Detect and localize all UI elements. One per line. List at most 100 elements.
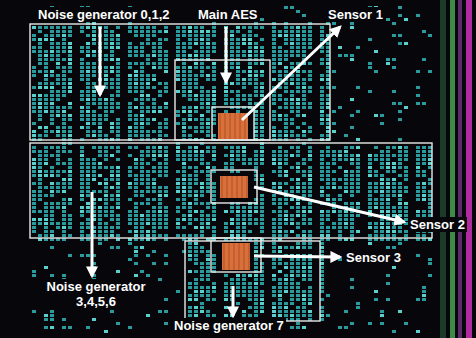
logic-cell	[206, 134, 210, 137]
logic-cell	[104, 226, 108, 229]
logic-cell	[272, 302, 276, 305]
logic-cell	[230, 62, 234, 65]
logic-cell	[224, 286, 228, 289]
logic-cell	[110, 86, 114, 89]
logic-cell	[44, 130, 48, 133]
logic-cell	[110, 122, 114, 125]
logic-cell	[86, 94, 90, 97]
logic-cell	[134, 214, 138, 217]
logic-cell	[278, 198, 282, 201]
logic-cell	[284, 230, 288, 233]
logic-cell	[146, 74, 150, 77]
logic-cell	[296, 326, 300, 329]
logic-cell	[206, 54, 210, 57]
logic-cell	[284, 202, 288, 205]
logic-cell	[302, 86, 306, 89]
logic-cell	[110, 50, 114, 53]
logic-cell	[152, 190, 156, 193]
logic-cell	[248, 62, 252, 65]
logic-cell	[38, 170, 42, 173]
logic-cell	[116, 222, 120, 225]
logic-cell	[140, 150, 144, 153]
logic-cell	[248, 206, 252, 209]
logic-cell	[62, 274, 66, 277]
logic-cell	[56, 222, 60, 225]
logic-cell	[284, 134, 288, 137]
logic-cell	[290, 326, 294, 329]
logic-cell	[284, 6, 288, 9]
logic-cell	[248, 286, 252, 289]
logic-cell	[62, 162, 66, 165]
logic-cell	[236, 70, 240, 73]
logic-cell	[50, 54, 54, 57]
logic-cell	[38, 42, 42, 45]
logic-cell	[278, 58, 282, 61]
logic-cell	[44, 218, 48, 221]
logic-cell	[32, 190, 36, 193]
logic-cell	[134, 46, 138, 49]
logic-cell	[212, 210, 216, 213]
logic-cell	[182, 50, 186, 53]
logic-cell	[32, 134, 36, 137]
logic-cell	[188, 202, 192, 205]
logic-cell	[272, 98, 276, 101]
logic-cell	[272, 70, 276, 73]
logic-cell	[104, 106, 108, 109]
logic-cell	[212, 190, 216, 193]
logic-cell	[104, 26, 108, 29]
logic-cell	[212, 150, 216, 153]
logic-cell	[242, 274, 246, 277]
logic-cell	[32, 38, 36, 41]
logic-cell	[272, 38, 276, 41]
logic-cell	[278, 34, 282, 37]
logic-cell	[86, 50, 90, 53]
logic-cell	[134, 118, 138, 121]
logic-cell	[146, 54, 150, 57]
logic-cell	[302, 210, 306, 213]
logic-cell	[182, 70, 186, 73]
logic-cell	[128, 110, 132, 113]
logic-cell	[230, 42, 234, 45]
logic-cell	[200, 130, 204, 133]
logic-cell	[212, 194, 216, 197]
logic-cell	[302, 294, 306, 297]
logic-cell	[146, 222, 150, 225]
logic-cell	[86, 86, 90, 89]
logic-cell	[50, 46, 54, 49]
logic-cell	[242, 82, 246, 85]
logic-cell	[200, 154, 204, 157]
logic-cell	[134, 230, 138, 233]
logic-cell	[134, 274, 138, 277]
logic-cell	[284, 102, 288, 105]
logic-cell	[308, 38, 312, 41]
logic-cell	[278, 154, 282, 157]
logic-cell	[38, 150, 42, 153]
logic-cell	[146, 78, 150, 81]
logic-cell	[260, 158, 264, 161]
logic-cell	[212, 218, 216, 221]
logic-cell	[200, 26, 204, 29]
logic-cell	[32, 26, 36, 29]
logic-cell	[50, 214, 54, 217]
logic-cell	[260, 110, 264, 113]
logic-cell	[260, 274, 264, 277]
logic-cell	[212, 46, 216, 49]
logic-cell	[86, 106, 90, 109]
logic-cell	[86, 326, 90, 329]
logic-cell	[158, 146, 162, 149]
logic-cell	[284, 50, 288, 53]
logic-cell	[128, 78, 132, 81]
logic-cell	[200, 162, 204, 165]
logic-cell	[200, 250, 204, 253]
logic-cell	[98, 190, 102, 193]
logic-cell	[296, 206, 300, 209]
logic-cell	[116, 226, 120, 229]
logic-cell	[62, 110, 66, 113]
logic-cell	[86, 70, 90, 73]
logic-cell	[110, 214, 114, 217]
logic-cell	[236, 222, 240, 225]
logic-cell	[134, 178, 138, 181]
logic-cell	[56, 58, 60, 61]
logic-cell	[236, 30, 240, 33]
logic-cell	[200, 150, 204, 153]
